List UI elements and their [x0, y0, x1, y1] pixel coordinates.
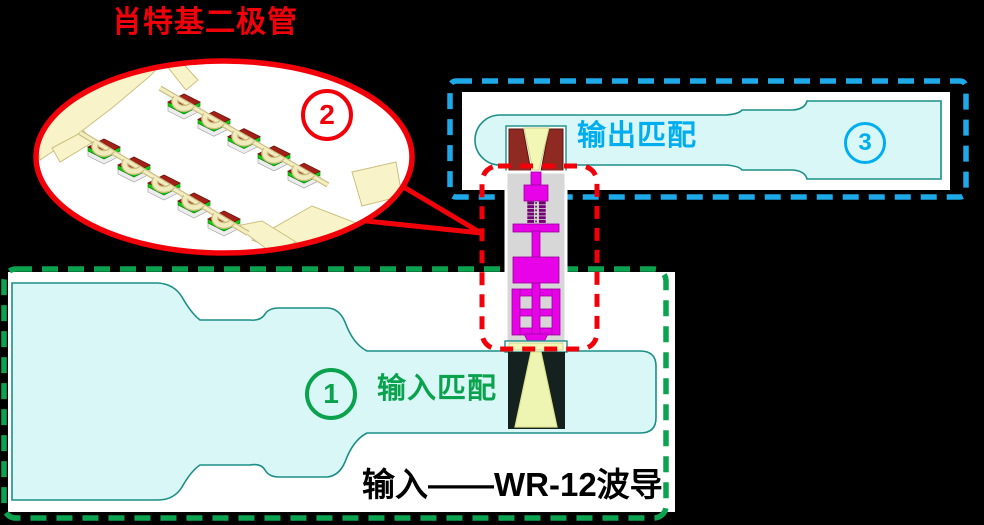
- callout-pointer-wedge: [365, 183, 483, 236]
- circuit-stem: [531, 230, 541, 259]
- circled-number-2: 2: [301, 89, 353, 141]
- input-dashed-border: [1, 266, 669, 521]
- circuit-neck: [530, 171, 542, 187]
- ladder-tooth: [519, 288, 533, 297]
- output-matching-label: 输出匹配: [577, 120, 698, 152]
- diode-stack-squares: [527, 201, 546, 223]
- circled-number-1: 1: [305, 368, 357, 420]
- output-waveguide-shape: [474, 100, 942, 180]
- multiplier-channel: [504, 125, 568, 429]
- ladder-stem: [531, 282, 541, 337]
- circuit-pad: [523, 184, 549, 202]
- bottom-caption: 输入——WR-12波导: [362, 466, 663, 503]
- input-matching-label: 输入匹配: [377, 373, 498, 405]
- diode-region-outline: [479, 163, 600, 352]
- circled-number-3: 3: [844, 122, 886, 164]
- circuit-block: [512, 256, 560, 284]
- pointer-line-upper: [400, 183, 483, 236]
- figure-title: 肖特基二极管: [112, 6, 298, 39]
- diode-chips: [78, 85, 330, 237]
- ladder-rail-right: [551, 288, 561, 336]
- input-probe-taper: [514, 351, 558, 428]
- ladder-tooth: [519, 308, 533, 317]
- ladder-tooth: [539, 288, 553, 297]
- ladder-rail-left: [511, 288, 521, 336]
- metal-beam-lower: [234, 220, 298, 253]
- pointer-line-lower: [365, 218, 482, 236]
- ladder-tooth: [539, 308, 553, 317]
- ellipse-outline: [33, 58, 415, 256]
- output-probe-taper: [523, 127, 550, 171]
